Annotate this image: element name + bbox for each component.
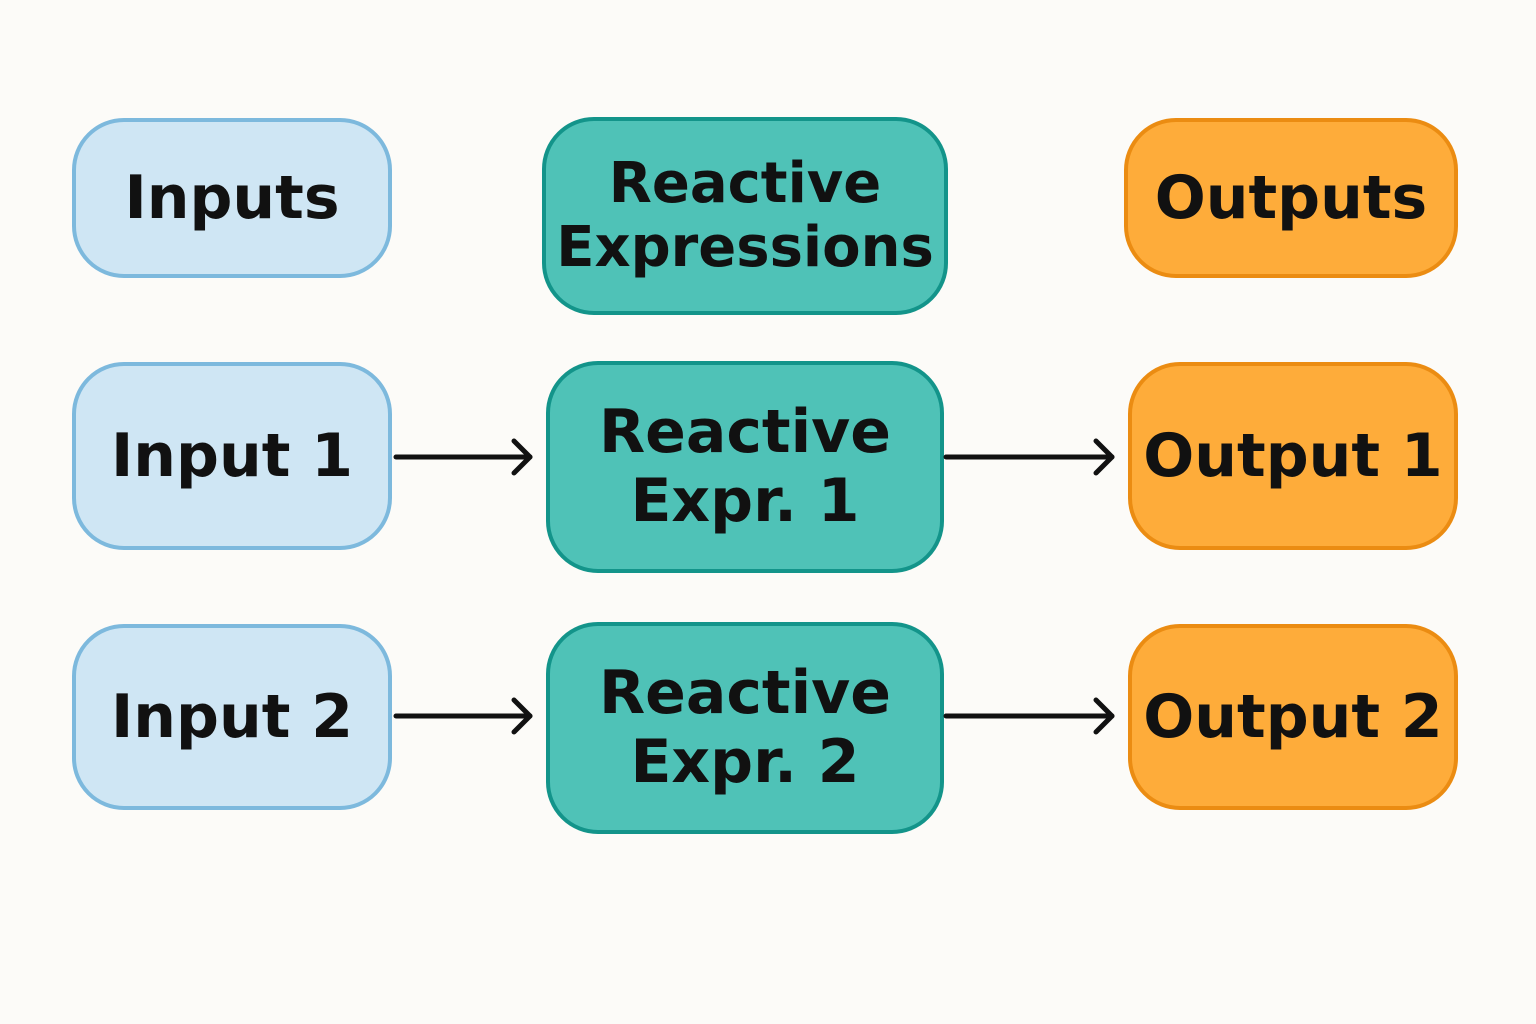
arrow-reactive-1-to-output-1 <box>943 438 1115 476</box>
reactive-expr-2-label: Reactive Expr. 2 <box>598 658 891 797</box>
reactive-expr-1-box: Reactive Expr. 1 <box>546 361 944 573</box>
input-1-box: Input 1 <box>72 362 392 550</box>
input-2-box: Input 2 <box>72 624 392 810</box>
inputs-header-box: Inputs <box>72 118 392 278</box>
reactive-expr-1-label: Reactive Expr. 1 <box>598 397 891 536</box>
output-2-label: Output 2 <box>1143 681 1443 752</box>
outputs-header-box: Outputs <box>1124 118 1458 278</box>
reactive-expressions-header-label: Reactive Expressions <box>556 150 934 280</box>
arrow-reactive-2-to-output-2 <box>943 697 1115 735</box>
arrow-input-2-to-reactive-2 <box>393 697 533 735</box>
outputs-header-label: Outputs <box>1154 162 1428 233</box>
output-2-box: Output 2 <box>1128 624 1458 810</box>
inputs-header-label: Inputs <box>124 162 340 233</box>
reactive-expressions-header-box: Reactive Expressions <box>542 117 948 315</box>
output-1-box: Output 1 <box>1128 362 1458 550</box>
input-1-label: Input 1 <box>110 420 354 491</box>
reactive-expr-2-box: Reactive Expr. 2 <box>546 622 944 834</box>
input-2-label: Input 2 <box>110 681 354 752</box>
arrow-input-1-to-reactive-1 <box>393 438 533 476</box>
output-1-label: Output 1 <box>1143 420 1443 491</box>
